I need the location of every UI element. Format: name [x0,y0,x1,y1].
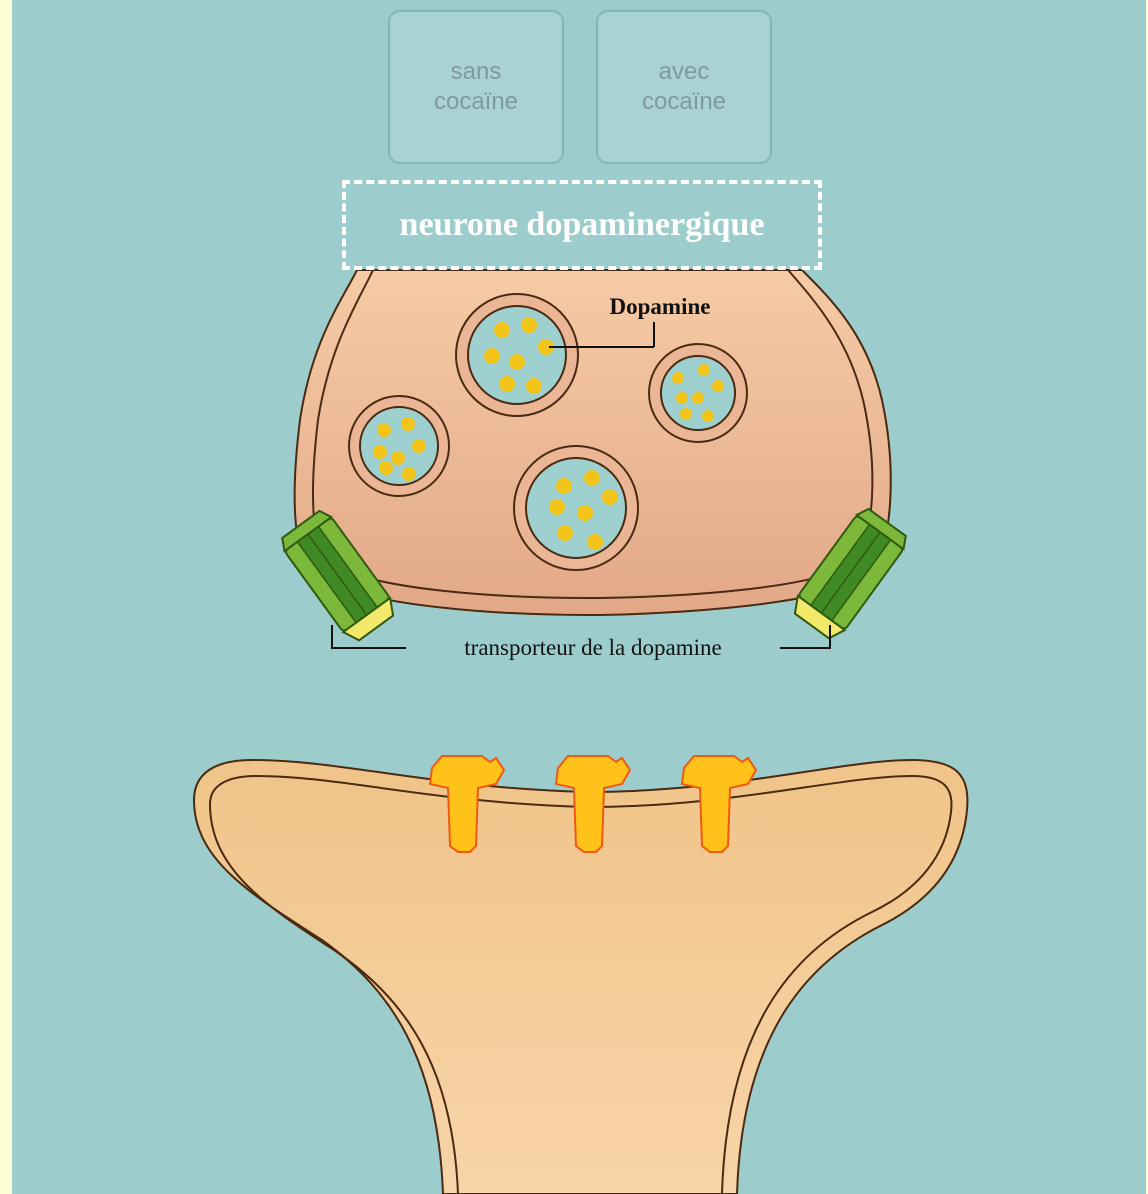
synaptic-vesicle-icon [649,344,747,442]
synaptic-vesicle-icon [456,294,578,416]
synaptic-vesicle-icon [514,446,638,570]
neuron-title: neurone dopaminergique [342,180,822,270]
dopamine-label: Dopamine [610,294,711,319]
diagram-stage: sans cocaïne avec cocaïne [12,0,1146,1194]
transporter-callout: transporteur de la dopamine [332,625,830,660]
synaptic-vesicle-icon [349,396,449,496]
transporter-label: transporteur de la dopamine [464,635,721,660]
